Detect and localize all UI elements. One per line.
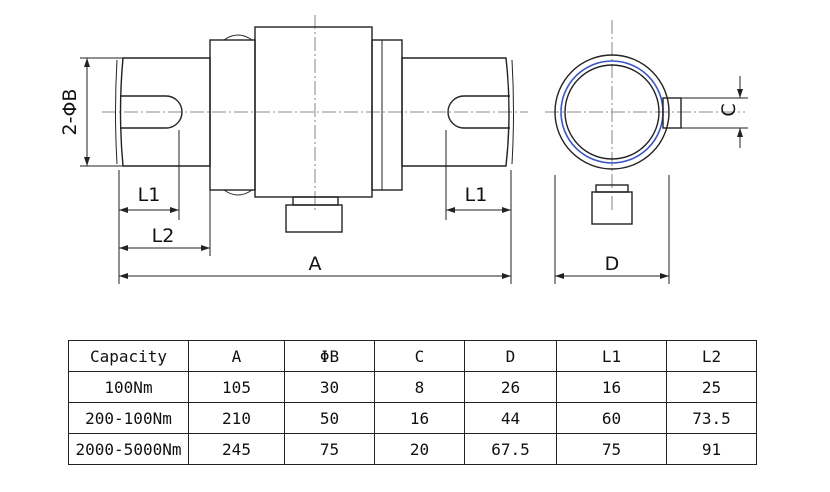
header-d: D [464, 340, 557, 372]
cell-d: 44 [464, 402, 557, 434]
cell-a: 210 [188, 402, 285, 434]
cell-a: 105 [188, 371, 285, 403]
cell-phi-b: 30 [284, 371, 375, 403]
technical-drawing: 2-ΦB L1 L2 A L1 [59, 15, 748, 284]
cell-l2: 25 [666, 371, 757, 403]
table-row: 100Nm 105 30 8 26 16 25 [68, 371, 757, 403]
phi-b-label: 2-ΦB [59, 89, 81, 136]
header-phi-b: ΦB [284, 340, 375, 372]
cell-l2: 91 [666, 433, 757, 465]
cell-d: 67.5 [464, 433, 557, 465]
header-a: A [188, 340, 285, 372]
cell-a: 245 [188, 433, 285, 465]
d-label: D [605, 253, 620, 275]
table-row: 200-100Nm 210 50 16 44 60 73.5 [68, 402, 757, 434]
l1-right-label: L1 [465, 184, 488, 206]
cell-l2: 73.5 [666, 402, 757, 434]
cell-l1: 75 [556, 433, 667, 465]
cell-c: 20 [374, 433, 465, 465]
cell-l1: 16 [556, 371, 667, 403]
table-row: 2000-5000Nm 245 75 20 67.5 75 91 [68, 433, 757, 465]
header-l2: L2 [666, 340, 757, 372]
cell-capacity: 200-100Nm [68, 402, 189, 434]
a-label: A [309, 253, 322, 275]
header-capacity: Capacity [68, 340, 189, 372]
l2-label: L2 [152, 225, 175, 247]
table-header-row: Capacity A ΦB C D L1 L2 [68, 340, 757, 372]
cell-capacity: 100Nm [68, 371, 189, 403]
cell-c: 8 [374, 371, 465, 403]
side-view: 2-ΦB L1 L2 A L1 [59, 15, 528, 284]
end-view: C D [545, 20, 748, 284]
cell-phi-b: 75 [284, 433, 375, 465]
l1-left-label: L1 [138, 184, 161, 206]
cell-d: 26 [464, 371, 557, 403]
spec-table: Capacity A ΦB C D L1 L2 100Nm 105 30 8 2… [68, 340, 757, 465]
c-label: C [718, 103, 740, 116]
cell-l1: 60 [556, 402, 667, 434]
cell-c: 16 [374, 402, 465, 434]
header-c: C [374, 340, 465, 372]
cell-phi-b: 50 [284, 402, 375, 434]
cell-capacity: 2000-5000Nm [68, 433, 189, 465]
header-l1: L1 [556, 340, 667, 372]
